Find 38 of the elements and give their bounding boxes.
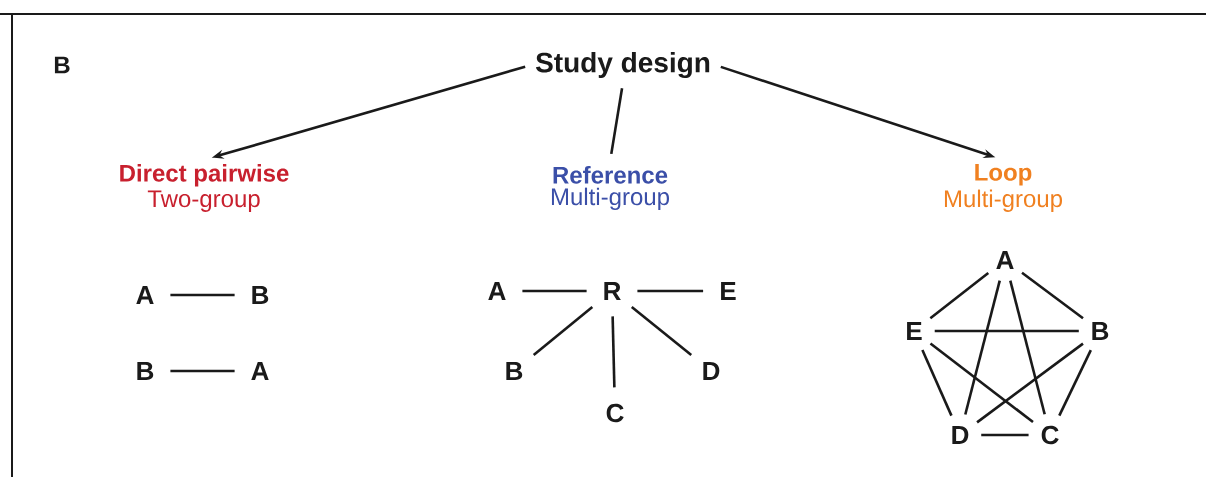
group-letter: C [1041, 425, 1059, 445]
connector-line [170, 293, 235, 297]
connector-line [1058, 349, 1092, 417]
connector-line [929, 342, 1034, 423]
group-letter: B [1092, 322, 1109, 340]
group-letter: A [996, 251, 1014, 269]
connector-line [921, 349, 953, 417]
connector-line [611, 316, 616, 388]
group-letter: A [251, 362, 269, 380]
group-letter: E [907, 322, 922, 340]
connector-line [532, 306, 594, 356]
connector-line [170, 369, 235, 373]
connector-line [934, 329, 1079, 333]
connector-line [981, 433, 1029, 437]
connector-line [929, 272, 990, 320]
connector-line [630, 305, 693, 357]
design-label: Loop Multi-group [944, 164, 1062, 212]
group-letter: A [488, 282, 506, 300]
group-letter: D [703, 362, 720, 380]
connector-line [1009, 280, 1046, 415]
connector-line [976, 342, 1084, 424]
group-letter: C [606, 403, 624, 423]
connector-line [964, 280, 1001, 415]
group-letter: R [604, 282, 621, 300]
design-label: Direct pairwise Two-group [120, 164, 289, 212]
connector-line [610, 88, 624, 155]
design-label: Reference Multi-group [551, 166, 669, 210]
group-letter: B [137, 362, 154, 380]
group-letter: D [952, 426, 969, 444]
connector-line [522, 289, 587, 293]
panel-letter: B [54, 56, 70, 74]
group-letter: B [506, 362, 523, 380]
group-letter: E [721, 282, 736, 300]
group-letter: B [252, 286, 269, 304]
connector-line [1021, 271, 1084, 320]
group-letter: A [136, 286, 154, 304]
heading: Study design [535, 51, 710, 79]
connector-line [637, 289, 704, 293]
